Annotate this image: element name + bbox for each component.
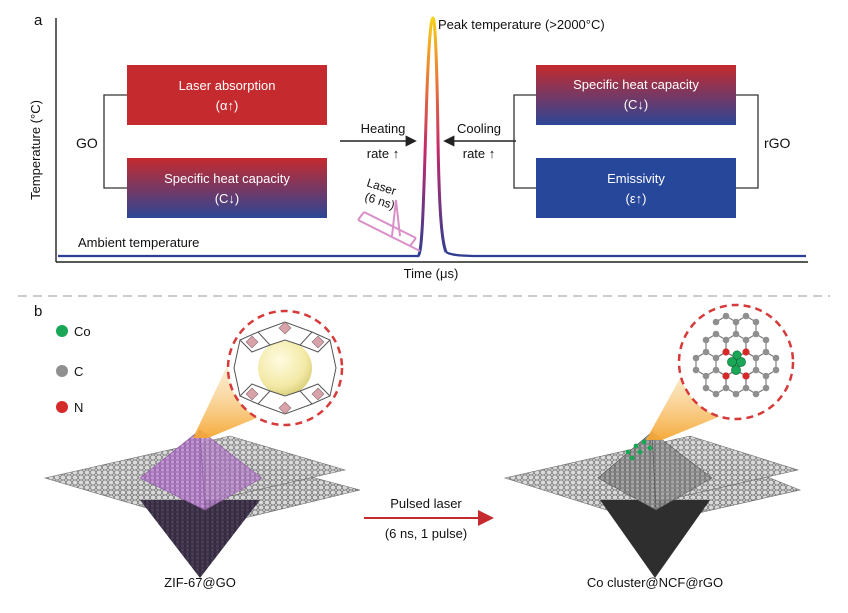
zif-metal-nodes [245,321,325,415]
right-bracket-inner [513,94,536,189]
temperature-peak [416,16,448,258]
legend-c-icon [56,365,68,377]
heat-capacity-left-title: Specific heat capacity [164,171,290,186]
laser-absorption-box [127,65,327,125]
x-axis-label: Time (μs) [404,266,459,281]
left-bracket [103,94,127,189]
octahedron-top-right-face2 [651,431,713,511]
panel-a-letter: a [34,12,43,29]
legend-n-label: N [74,400,83,415]
right-bracket-outer [736,94,759,189]
emissivity-symbol: (ε↑) [626,191,647,206]
heating-label-line1: Heating [361,121,406,136]
co-cluster-rgo-structure: Co cluster@NCF@rGO [503,303,802,590]
laser-pulse-icon [357,199,421,252]
heat-capacity-right-symbol: (C↓) [624,97,649,112]
cooling-label-line2: rate ↑ [463,146,496,161]
ambient-baseline-right [445,251,806,258]
peak-temperature-label: Peak temperature (>2000°C) [438,17,605,32]
cage-sphere [258,341,312,395]
legend-c-label: C [74,364,83,379]
y-axis-label: Temperature (°C) [28,100,43,200]
legend-co-icon [56,325,68,337]
legend: Co C N [56,324,91,415]
go-label: GO [76,135,98,151]
nitrogen-atoms [722,348,750,380]
co-cluster-atoms [727,350,746,375]
surface-co-clusters [625,439,653,461]
emissivity-title: Emissivity [607,171,665,186]
right-caption: Co cluster@NCF@rGO [587,575,723,590]
legend-n-icon [56,401,68,413]
legend-co-label: Co [74,324,91,339]
left-caption: ZIF-67@GO [164,575,236,590]
rgo-label: rGO [764,135,791,151]
heat-capacity-right-title: Specific heat capacity [573,77,699,92]
laser-absorption-symbol: (α↑) [216,98,239,113]
octahedron-top-left-face2 [199,429,263,511]
zif67-go-structure: ZIF-67@GO [43,309,361,590]
heat-capacity-left-symbol: (C↓) [215,191,240,206]
ambient-temperature-label: Ambient temperature [78,235,199,250]
heat-capacity-right-box [536,65,736,125]
cooling-label-line1: Cooling [457,121,501,136]
heating-label-line2: rate ↑ [367,146,400,161]
octahedron-bottom-right [600,500,710,578]
panel-b: b Co C N [34,303,802,590]
emissivity-box [536,158,736,218]
pulsed-laser-params: (6 ns, 1 pulse) [385,526,467,541]
heat-capacity-left-box [127,158,327,218]
panel-a: a Temperature (°C) Time (μs) Peak temper… [28,12,808,281]
octahedron-bottom-left [140,500,260,578]
graphene-carbon-atoms [692,312,780,398]
panel-b-letter: b [34,303,42,320]
pulsed-laser-label: Pulsed laser [390,496,462,511]
laser-absorption-title: Laser absorption [179,78,276,93]
